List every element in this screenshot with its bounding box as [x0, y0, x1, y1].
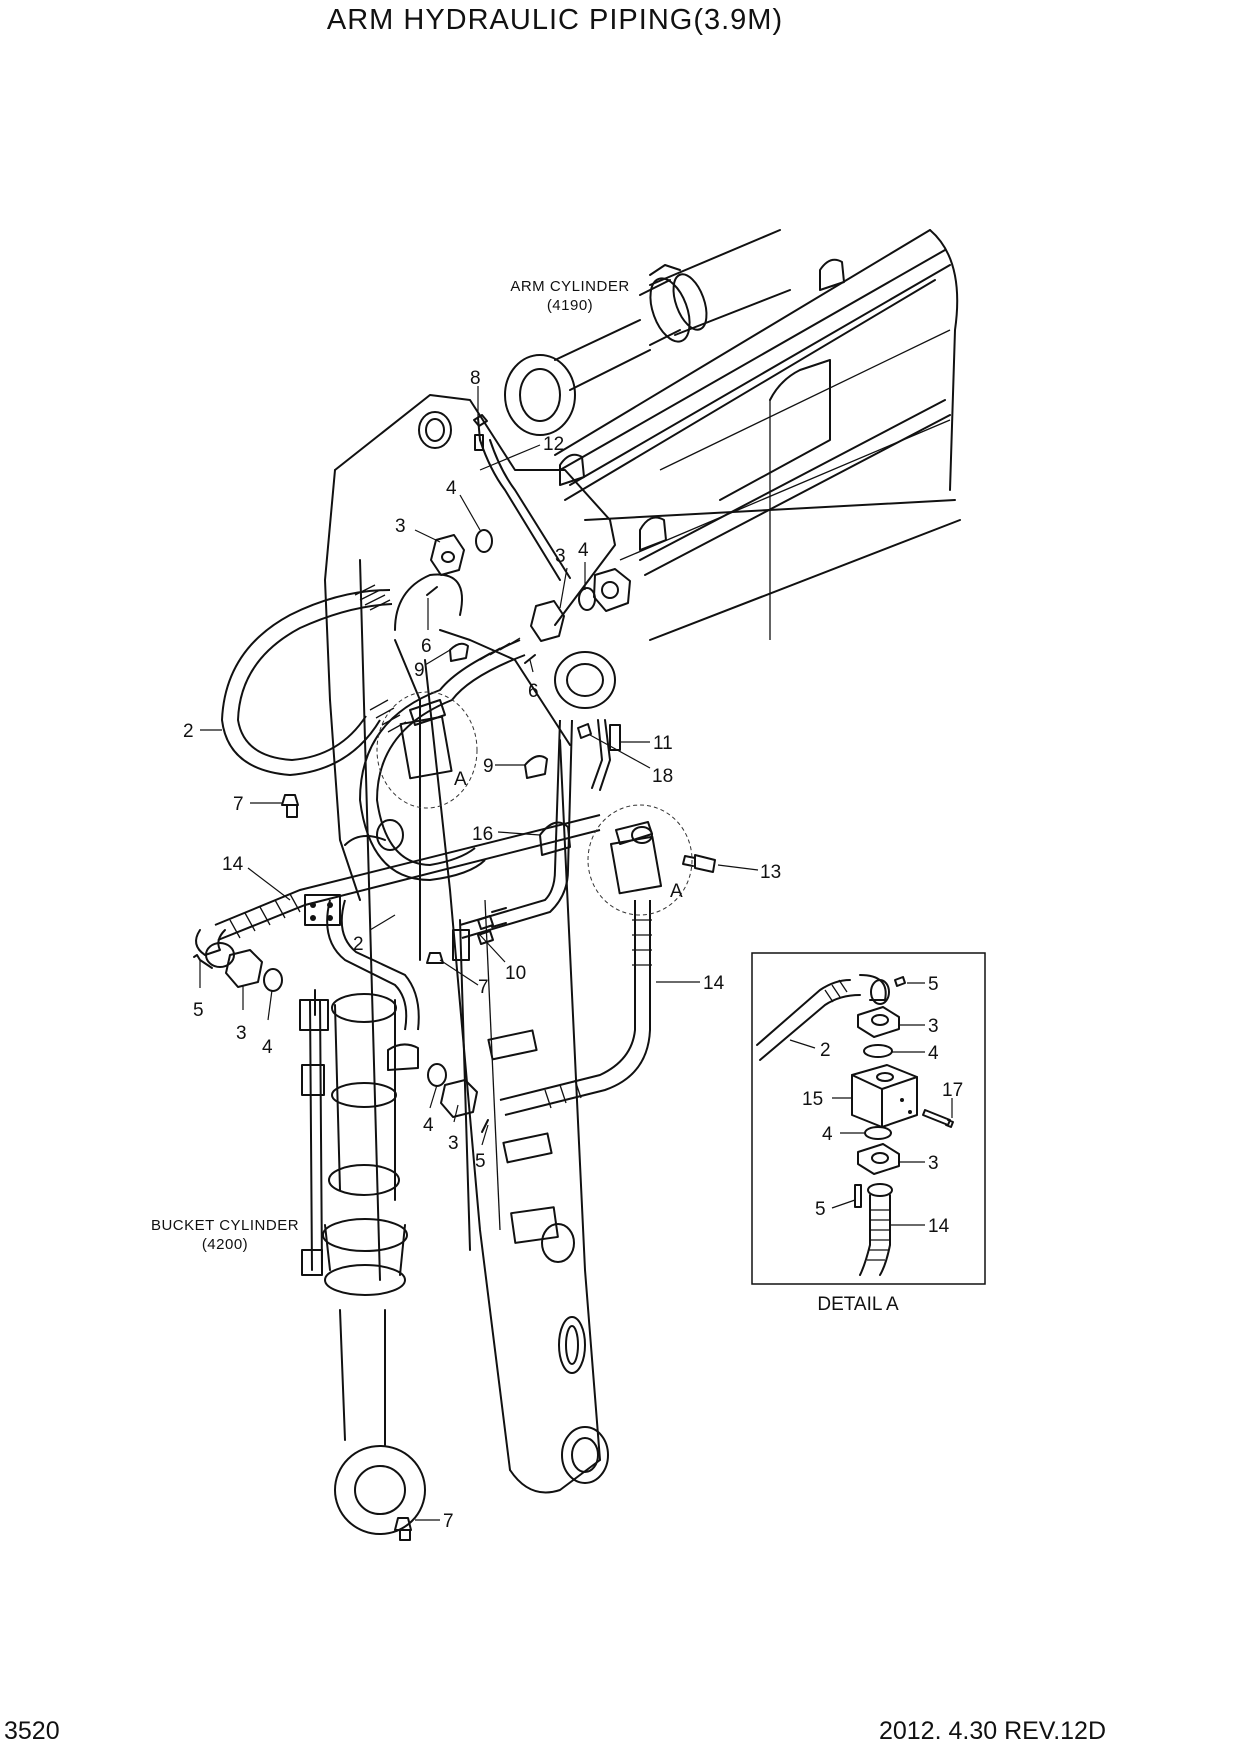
fittings [193, 414, 716, 1133]
arm-structure [324, 229, 961, 1494]
callout-18: 18 [652, 766, 673, 787]
part-callouts: 8 12 4 3 3 4 6 9 6 2 7 11 9 18 16 14 13 … [183, 368, 781, 1532]
callout-3: 3 [395, 516, 406, 537]
arm-cylinder-ref: (4190) [547, 297, 593, 314]
detail-a-mark-left: A [454, 769, 467, 790]
bucket-cylinder-ref: (4200) [202, 1236, 248, 1253]
detail-callout-2: 2 [820, 1040, 831, 1061]
callout-4: 4 [446, 478, 457, 499]
arm-cylinder-label: ARM CYLINDER [510, 278, 629, 295]
detail-callout-17: 17 [942, 1080, 963, 1101]
callout-3: 3 [236, 1023, 247, 1044]
callout-7: 7 [443, 1511, 454, 1532]
page-title: ARM HYDRAULIC PIPING(3.9M) [326, 4, 784, 36]
callout-3: 3 [448, 1133, 459, 1154]
callout-10: 10 [505, 963, 526, 984]
bucket-cylinder [299, 989, 426, 1541]
detail-callout-4: 4 [928, 1043, 939, 1064]
callout-6: 6 [528, 681, 539, 702]
detail-a-box: 5 3 2 4 15 17 4 3 5 14 [751, 952, 986, 1285]
callout-2: 2 [183, 721, 194, 742]
callout-13: 13 [760, 862, 781, 883]
callout-4: 4 [578, 540, 589, 561]
detail-a-mark-right: A [670, 881, 683, 902]
page-number: 3520 [4, 1717, 60, 1745]
callout-9: 9 [483, 756, 494, 777]
callout-8: 8 [470, 368, 481, 389]
callout-2: 2 [353, 934, 364, 955]
callout-11: 11 [653, 733, 673, 754]
detail-a-circle-left [376, 691, 478, 809]
detail-a-circle-right [587, 804, 693, 916]
detail-callout-5: 5 [815, 1199, 826, 1220]
revision-date: 2012. 4.30 REV.12D [878, 1717, 1106, 1745]
detail-callout-14: 14 [928, 1216, 950, 1237]
detail-callout-15: 15 [802, 1089, 823, 1110]
detail-callout-3: 3 [928, 1153, 939, 1174]
callout-16: 16 [472, 824, 493, 845]
callout-14: 14 [222, 854, 244, 875]
detail-a-title: DETAIL A [817, 1294, 899, 1315]
callout-14: 14 [703, 973, 725, 994]
callout-4: 4 [262, 1037, 273, 1058]
callout-6: 6 [421, 636, 432, 657]
callout-7: 7 [478, 977, 489, 998]
detail-callout-4: 4 [822, 1124, 833, 1145]
detail-callout-5: 5 [928, 974, 939, 995]
detail-callout-3: 3 [928, 1016, 939, 1037]
callout-4: 4 [423, 1115, 434, 1136]
callout-9: 9 [414, 660, 425, 681]
callout-3: 3 [555, 546, 566, 567]
hydraulic-hoses [195, 417, 652, 1116]
callout-12: 12 [543, 434, 564, 455]
callout-5: 5 [475, 1151, 486, 1172]
bucket-cylinder-label: BUCKET CYLINDER [151, 1217, 299, 1234]
callout-7: 7 [233, 794, 244, 815]
callout-5: 5 [193, 1000, 204, 1021]
